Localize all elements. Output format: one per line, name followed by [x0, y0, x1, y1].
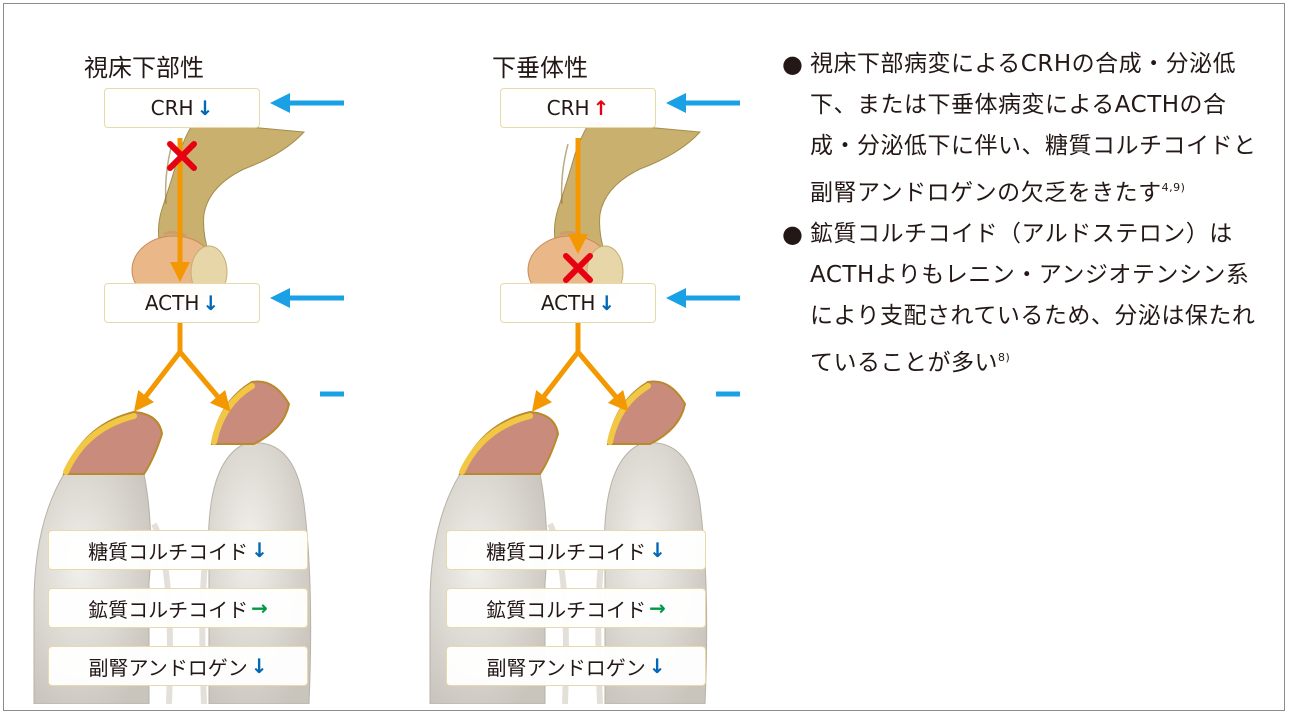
glucocorticoid-box: 糖質コルチコイド ↓ — [446, 530, 706, 570]
output-arrow: ↓ — [649, 538, 666, 562]
output-label: 糖質コルチコイド — [88, 539, 249, 564]
bullet-text: 鉱質コルチコイド（アルドステロン）はACTHよりもレニン・アンジオテンシン系によ… — [810, 214, 1266, 384]
crh-label: CRH — [546, 96, 590, 120]
bullet-item: ● 視床下部病変によるCRHの合成・分泌低下、または下垂体病変によるACTHの合… — [782, 44, 1282, 214]
output-label: 副腎アンドロゲン — [486, 655, 646, 680]
brain-tissue-illustration — [527, 121, 702, 305]
bullet-body: 鉱質コルチコイド（アルドステロン）はACTHよりもレニン・アンジオテンシン系によ… — [810, 221, 1256, 376]
panel-hypothalamic: 視床下部性 CRH ↓ ACTH ↓ 糖質コルチコイド ↓ 鉱質コルチコイド →… — [4, 4, 344, 704]
adrenal-androgen-box: 副腎アンドロゲン ↓ — [48, 646, 308, 686]
reference-mark: 4,9) — [1161, 181, 1186, 194]
feedback-arrows — [666, 93, 740, 397]
reference-mark: 8) — [998, 351, 1011, 364]
acth-label: ACTH — [540, 291, 596, 315]
output-label: 鉱質コルチコイド — [486, 597, 647, 622]
acth-label: ACTH — [144, 291, 200, 315]
bullet-marker: ● — [782, 220, 804, 248]
crh-label: CRH — [150, 96, 194, 120]
output-arrow: → — [251, 596, 268, 620]
output-label: 副腎アンドロゲン — [88, 655, 248, 680]
brain-tissue-illustration — [131, 121, 306, 305]
adrenal-androgen-box: 副腎アンドロゲン ↓ — [446, 646, 706, 686]
panel-pituitary: 下垂体性 CRH ↑ ACTH ↓ 糖質コルチコイド ↓ 鉱質コルチコイド → … — [400, 4, 740, 704]
pathway-arrows — [531, 138, 629, 412]
panel-title: 視床下部性 — [84, 54, 204, 82]
crh-arrow: ↑ — [592, 96, 610, 120]
crh-box: CRH ↓ — [104, 88, 260, 128]
output-arrow: → — [649, 596, 666, 620]
block-mark — [563, 253, 593, 283]
bullet-item: ● 鉱質コルチコイド（アルドステロン）はACTHよりもレニン・アンジオテンシン系… — [782, 214, 1282, 384]
explanation-text: ● 視床下部病変によるCRHの合成・分泌低下、または下垂体病変によるACTHの合… — [782, 44, 1282, 384]
output-arrow: ↓ — [250, 654, 268, 678]
acth-arrow: ↓ — [202, 291, 220, 315]
output-arrow: ↓ — [251, 538, 268, 562]
bullet-body: 視床下部病変によるCRHの合成・分泌低下、または下垂体病変によるACTHの合成・… — [810, 51, 1257, 206]
glucocorticoid-box: 糖質コルチコイド ↓ — [48, 530, 308, 570]
mineralocorticoid-box: 鉱質コルチコイド → — [48, 588, 308, 628]
crh-arrow: ↓ — [196, 96, 214, 120]
acth-arrow: ↓ — [598, 291, 616, 315]
mineralocorticoid-box: 鉱質コルチコイド → — [446, 588, 706, 628]
acth-box: ACTH ↓ — [104, 283, 260, 323]
acth-box: ACTH ↓ — [500, 283, 656, 323]
block-mark — [167, 141, 197, 171]
output-label: 糖質コルチコイド — [486, 539, 647, 564]
output-label: 鉱質コルチコイド — [88, 597, 249, 622]
feedback-arrows — [270, 93, 344, 397]
bullet-marker: ● — [782, 50, 804, 78]
bullet-text: 視床下部病変によるCRHの合成・分泌低下、または下垂体病変によるACTHの合成・… — [810, 44, 1266, 214]
crh-box: CRH ↑ — [500, 88, 656, 128]
figure-frame: 視床下部性 CRH ↓ ACTH ↓ 糖質コルチコイド ↓ 鉱質コルチコイド →… — [3, 3, 1285, 711]
panel-title: 下垂体性 — [492, 54, 588, 82]
output-arrow: ↓ — [648, 654, 666, 678]
